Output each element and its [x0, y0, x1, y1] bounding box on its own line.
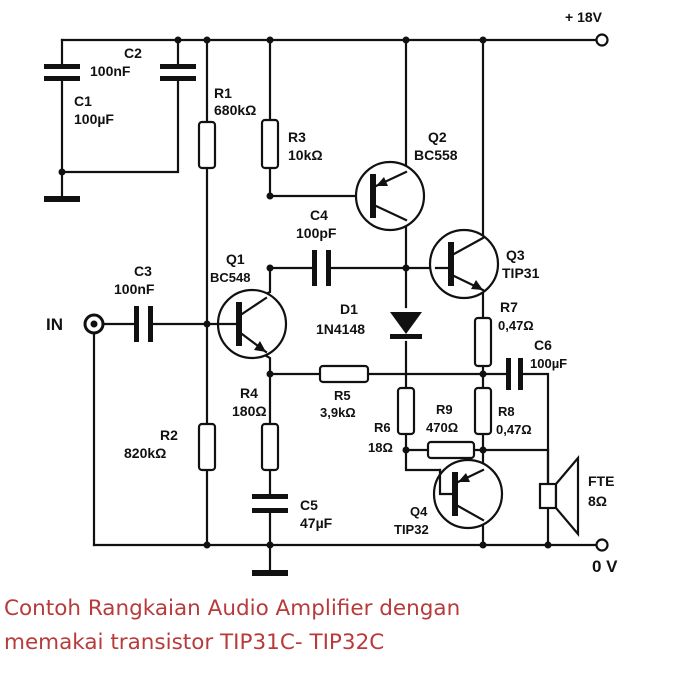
ground-bar-left — [44, 196, 80, 202]
q2-ref: Q2 — [428, 129, 447, 145]
c1-ref: C1 — [74, 93, 92, 109]
diode-d1 — [390, 312, 422, 339]
resistor-r1 — [197, 120, 217, 170]
speaker-icon — [538, 454, 580, 538]
r5-ref: R5 — [334, 388, 351, 403]
q1-value: BC548 — [210, 270, 250, 285]
r3-ref: R3 — [288, 129, 306, 145]
c6-value: 100µF — [530, 356, 567, 371]
r7-value: 0,47Ω — [498, 318, 534, 333]
caption: Contoh Rangkaian Audio Amplifier dengan … — [4, 592, 680, 660]
r9-ref: R9 — [436, 402, 453, 417]
labels: + 18V 0 V IN C2 100nF C1 100µF R1 680kΩ … — [46, 9, 618, 576]
r8-value: 0,47Ω — [496, 422, 532, 437]
caption-line-1: Contoh Rangkaian Audio Amplifier dengan — [4, 596, 461, 621]
caption-line-2: memakai transistor TIP31C- TIP32C — [4, 630, 385, 655]
r3-value: 10kΩ — [288, 147, 323, 163]
c3-value: 100nF — [114, 281, 155, 297]
capacitor-c6 — [506, 358, 523, 390]
resistor-r6 — [396, 386, 416, 436]
fte-value: 8Ω — [588, 493, 607, 509]
resistor-r9 — [426, 440, 476, 460]
r6-ref: R6 — [374, 420, 391, 435]
r4-value: 180Ω — [232, 403, 267, 419]
ground-label: 0 V — [592, 557, 618, 576]
resistor-r7 — [473, 316, 493, 368]
capacitor-c5 — [252, 494, 288, 513]
r1-ref: R1 — [214, 85, 232, 101]
q4-value: TIP32 — [394, 522, 429, 537]
c5-ref: C5 — [300, 497, 318, 513]
fte-label: FTE — [588, 473, 614, 489]
q3-ref: Q3 — [506, 247, 525, 263]
supply-label: + 18V — [565, 9, 603, 25]
r5-value: 3,9kΩ — [320, 405, 356, 420]
resistor-r4 — [260, 422, 280, 472]
d1-value: 1N4148 — [316, 321, 365, 337]
resistor-r3 — [260, 118, 280, 170]
supply-terminal — [595, 33, 609, 47]
input-jack — [83, 313, 105, 335]
q4-ref: Q4 — [410, 504, 428, 519]
r7-ref: R7 — [500, 299, 518, 315]
ground-terminal — [595, 538, 609, 552]
q2-value: BC558 — [414, 147, 458, 163]
capacitor-c4 — [312, 250, 331, 286]
r8-ref: R8 — [498, 404, 515, 419]
d1-ref: D1 — [340, 301, 358, 317]
resistor-r8 — [473, 386, 493, 436]
r1-value: 680kΩ — [214, 102, 256, 118]
resistor-r2 — [197, 422, 217, 472]
c4-value: 100pF — [296, 225, 337, 241]
r9-value: 470Ω — [426, 420, 458, 435]
input-label: IN — [46, 315, 63, 334]
c5-value: 47µF — [300, 515, 333, 531]
junctions — [58, 36, 552, 549]
amplifier-schematic: + 18V 0 V IN C2 100nF C1 100µF R1 680kΩ … — [44, 9, 618, 576]
r2-value: 820kΩ — [124, 445, 166, 461]
ground-bar-bottom — [252, 570, 288, 576]
r2-ref: R2 — [160, 427, 178, 443]
transistor-q1 — [205, 288, 288, 360]
transistor-q3 — [428, 228, 500, 300]
q1-ref: Q1 — [226, 251, 245, 267]
c6-ref: C6 — [534, 337, 552, 353]
r4-ref: R4 — [240, 385, 258, 401]
c2-ref: C2 — [124, 45, 142, 61]
c3-ref: C3 — [134, 263, 152, 279]
transistor-q2 — [354, 160, 426, 232]
capacitor-c1 — [44, 64, 80, 81]
c4-ref: C4 — [310, 207, 328, 223]
resistor-r5 — [318, 364, 370, 384]
c2-value: 100nF — [90, 63, 131, 79]
q3-value: TIP31 — [502, 265, 540, 281]
c1-value: 100µF — [74, 111, 114, 127]
capacitor-c3 — [134, 306, 153, 342]
r6-value: 18Ω — [368, 440, 393, 455]
transistor-q4 — [432, 458, 504, 530]
capacitor-c2 — [160, 64, 196, 81]
